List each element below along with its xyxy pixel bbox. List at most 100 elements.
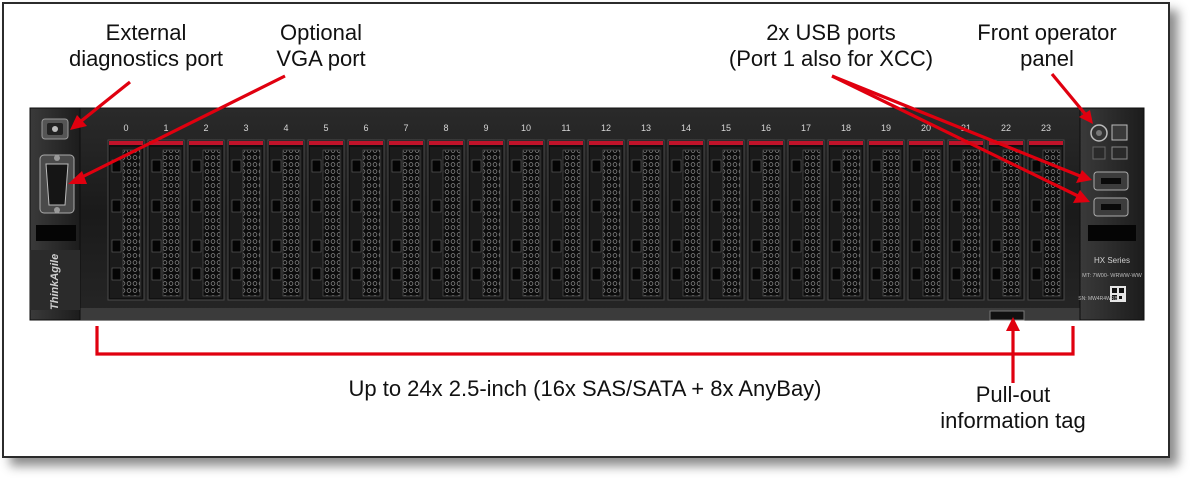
drive-tray-latch	[551, 199, 562, 213]
drive-tray-latch	[631, 239, 642, 253]
drive-tray-latch	[671, 267, 682, 281]
bay-number: 10	[521, 123, 531, 133]
bay-number: 6	[363, 123, 368, 133]
drive-bay: 20	[907, 123, 945, 301]
drive-tray-latch	[191, 159, 202, 173]
arrow-diagnostics	[79, 80, 131, 124]
drive-tray-mesh	[202, 149, 221, 297]
drive-tray-latch	[671, 159, 682, 173]
drive-tray-accent	[749, 141, 783, 145]
drive-bay: 3	[227, 123, 265, 301]
drive-tray-mesh	[762, 149, 781, 297]
drive-tray-latch	[911, 267, 922, 281]
drive-tray-latch	[831, 267, 842, 281]
drive-tray-latch	[751, 159, 762, 173]
drive-tray-accent	[549, 141, 583, 145]
label-front-operator-panel: Front operator panel	[977, 20, 1117, 71]
drive-tray-latch	[631, 267, 642, 281]
drive-bay: 16	[747, 123, 785, 301]
bay-number: 0	[123, 123, 128, 133]
drive-tray-latch	[111, 239, 122, 253]
power-button	[1090, 124, 1108, 142]
drive-bay: 14	[667, 123, 705, 301]
bay-number: 15	[721, 123, 731, 133]
arrowhead-operator-panel	[1079, 110, 1093, 124]
drive-tray-mesh	[242, 149, 261, 297]
drive-tray-latch	[791, 239, 802, 253]
bay-number: 3	[243, 123, 248, 133]
drive-tray-latch	[311, 239, 322, 253]
drive-tray-mesh	[282, 149, 301, 297]
drive-tray-latch	[951, 239, 962, 253]
bay-number: 9	[483, 123, 488, 133]
arrow-vga	[79, 74, 286, 180]
drive-tray-latch	[991, 159, 1002, 173]
right-ear-label-slot	[1088, 225, 1136, 241]
drive-tray-latch	[751, 199, 762, 213]
drive-tray-mesh	[482, 149, 501, 297]
arrowhead-diagnostics	[70, 115, 87, 130]
drive-tray-latch	[871, 199, 882, 213]
drive-tray-accent	[1029, 141, 1063, 145]
drive-tray-latch	[551, 267, 562, 281]
vga-port	[39, 154, 75, 214]
drive-tray-latch	[231, 267, 242, 281]
bay-number: 17	[801, 123, 811, 133]
drive-tray-latch	[111, 267, 122, 281]
drive-tray-mesh	[362, 149, 381, 297]
drive-tray-latch	[711, 239, 722, 253]
arrowhead-usb-1	[1076, 170, 1092, 183]
usb-port-1	[1093, 171, 1129, 191]
drive-tray-latch	[391, 239, 402, 253]
drive-tray-accent	[709, 141, 743, 145]
id-button	[1111, 124, 1128, 141]
bay-number: 19	[881, 123, 891, 133]
left-rack-ear: ThinkAgile	[29, 107, 81, 321]
bay-number: 14	[681, 123, 691, 133]
drive-tray-latch	[151, 199, 162, 213]
drive-tray-latch	[1031, 239, 1042, 253]
label-external-diagnostics-port: External diagnostics port	[68, 20, 224, 71]
label-optional-vga-port: Optional VGA port	[276, 20, 366, 71]
drive-tray-latch	[191, 267, 202, 281]
arrow-usb-2	[831, 74, 1079, 198]
drive-tray-latch	[231, 239, 242, 253]
label-usb-ports: 2x USB ports (Port 1 also for XCC)	[728, 20, 934, 71]
drive-bay: 7	[387, 123, 425, 301]
usb-port-2	[1093, 197, 1129, 217]
drive-tray-mesh	[322, 149, 341, 297]
drive-tray-latch	[391, 159, 402, 173]
drive-tray-latch	[191, 239, 202, 253]
drive-tray-latch	[791, 199, 802, 213]
drive-tray-accent	[909, 141, 943, 145]
bay-number: 12	[601, 123, 611, 133]
drive-tray-latch	[951, 199, 962, 213]
drive-bay: 21	[947, 123, 985, 301]
drive-tray-latch	[431, 239, 442, 253]
chassis-bottom-rail	[78, 308, 1088, 320]
bay-number: 23	[1041, 123, 1051, 133]
arrowhead-info-tag	[1006, 317, 1020, 331]
drive-tray-latch	[831, 199, 842, 213]
drive-tray-accent	[869, 141, 903, 145]
drive-tray-latch	[511, 239, 522, 253]
drive-tray-accent	[469, 141, 503, 145]
drive-tray-latch	[591, 199, 602, 213]
bay-number: 8	[443, 123, 448, 133]
bay-number: 11	[561, 123, 570, 133]
drive-tray-accent	[349, 141, 383, 145]
drive-tray-latch	[311, 159, 322, 173]
drive-tray-mesh	[602, 149, 621, 297]
drive-bay: 9	[467, 123, 505, 301]
drive-tray-latch	[471, 267, 482, 281]
drive-tray-latch	[431, 267, 442, 281]
drive-tray-latch	[471, 239, 482, 253]
bay-number: 16	[761, 123, 771, 133]
drive-tray-latch	[271, 239, 282, 253]
drive-tray-latch	[511, 199, 522, 213]
drive-tray-latch	[351, 239, 362, 253]
drive-tray-mesh	[882, 149, 901, 297]
drive-tray-latch	[751, 267, 762, 281]
drive-tray-latch	[711, 199, 722, 213]
